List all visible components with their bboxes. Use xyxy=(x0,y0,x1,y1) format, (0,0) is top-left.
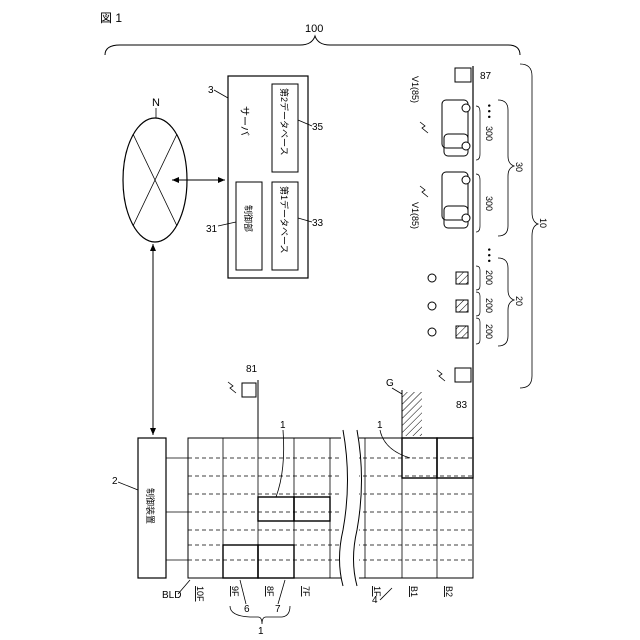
space-300-label: 300 xyxy=(484,196,494,211)
building-grid xyxy=(188,430,473,586)
floor-label: 7F xyxy=(301,586,311,597)
space-200 xyxy=(456,272,468,284)
device-81 xyxy=(242,383,256,397)
sensor-icon xyxy=(428,302,436,310)
device-83-ref: 83 xyxy=(456,400,468,411)
server-title: サーバ xyxy=(238,106,250,136)
space-200 xyxy=(456,326,468,338)
ground-label: G xyxy=(386,378,394,389)
sensor-icon xyxy=(428,328,436,336)
vehicle xyxy=(442,172,470,228)
db2-ref: 35 xyxy=(312,122,324,133)
room-9f xyxy=(223,545,258,578)
signal-icon xyxy=(437,370,445,381)
floor-group-ref: 1 xyxy=(258,626,264,637)
system-ref: 100 xyxy=(305,23,323,35)
room-8f-b xyxy=(258,497,294,521)
signal-icon xyxy=(228,382,236,393)
floor-label: 10F xyxy=(195,586,205,602)
floor-unit-ref-2: 1 xyxy=(377,420,383,431)
ref-6: 6 xyxy=(244,604,250,615)
device-87-ref: 87 xyxy=(480,71,492,82)
parking-area: 83 87 200 200 200 • • • 20 V1(85) xyxy=(410,64,548,438)
db1-ref: 33 xyxy=(312,218,324,229)
space-300-label: 300 xyxy=(484,126,494,141)
floor-label: 9F xyxy=(230,586,240,597)
controller-ref: 31 xyxy=(206,224,218,235)
system-brace xyxy=(105,36,520,55)
floor-unit-ref: 1 xyxy=(280,420,286,431)
vehicle-label: V1(85) xyxy=(410,202,420,229)
network-label: N xyxy=(152,97,160,109)
ref-4: 4 xyxy=(372,595,378,606)
group-20: 20 xyxy=(514,296,524,306)
sensor-icon xyxy=(428,274,436,282)
space-200 xyxy=(456,300,468,312)
floor-label: B2 xyxy=(444,586,454,597)
ground-hatch xyxy=(402,392,422,436)
device-81-ref: 81 xyxy=(246,364,258,375)
parking-ref: 10 xyxy=(538,218,548,228)
signal-icon xyxy=(420,122,428,133)
db2-label: 第2データベース xyxy=(279,88,290,156)
dots: • • • xyxy=(484,104,494,118)
control-device-ref: 2 xyxy=(112,476,118,487)
space-200-label: 200 xyxy=(484,324,494,339)
building-ref: BLD xyxy=(162,590,181,601)
signal-icon xyxy=(420,186,428,197)
vehicle-label: V1(85) xyxy=(410,76,420,103)
device-87 xyxy=(455,68,471,82)
vehicle xyxy=(442,100,470,156)
space-200-label: 200 xyxy=(484,270,494,285)
control-device-label: 制御装置 xyxy=(145,488,156,524)
server: サーバ 制御部 第1データベース 第2データベース xyxy=(228,76,308,278)
ref-7: 7 xyxy=(275,604,281,615)
figure-label: 図 1 xyxy=(100,11,122,25)
floor-label: B1 xyxy=(409,586,419,597)
group-30: 30 xyxy=(514,162,524,172)
floor-label: 8F xyxy=(265,586,275,597)
device-83 xyxy=(455,368,471,382)
room-7f xyxy=(294,497,330,521)
room-8f xyxy=(258,545,294,578)
server-ref: 3 xyxy=(208,85,214,96)
controller-label: 制御部 xyxy=(243,205,254,232)
db1-label: 第1データベース xyxy=(279,186,290,254)
dots: • • • xyxy=(484,248,494,262)
space-200-label: 200 xyxy=(484,298,494,313)
floor-labels: 10F 9F 8F 7F 1F B1 B2 xyxy=(195,586,454,602)
